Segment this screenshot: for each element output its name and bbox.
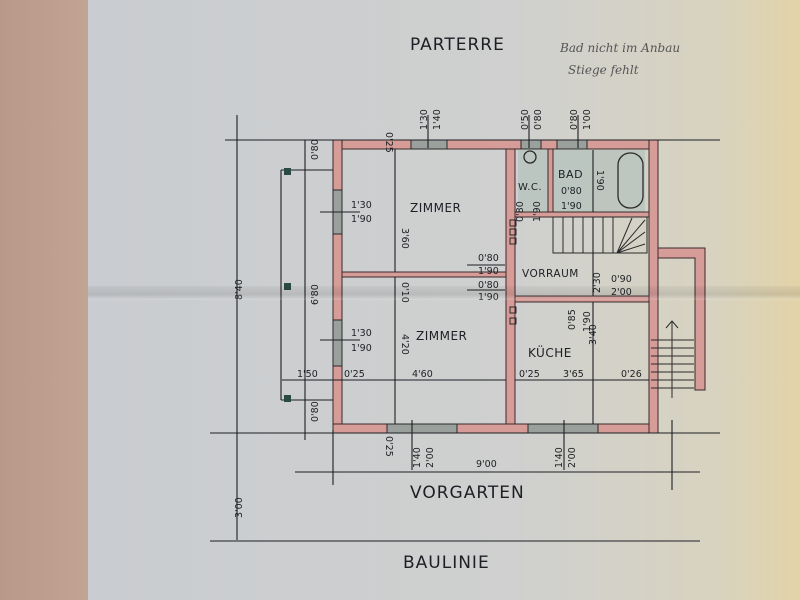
dim-kueche-width: 3'65	[563, 369, 584, 380]
dim-bad-door-width: 0'80	[561, 186, 582, 197]
dim-zimmer-top-depth: 3'60	[399, 228, 410, 249]
dim-kueche-wall-left: 0'25	[519, 369, 540, 380]
dim-left-window-bottom-height: 1'90	[351, 343, 372, 354]
dim-bottom-window-zimmer-height: 2'00	[425, 447, 436, 468]
plan-title: PARTERRE	[410, 35, 505, 55]
dim-zimmer-bottom-depth: 4'20	[399, 334, 410, 355]
handwritten-note-line-1: Bad nicht im Anbau	[559, 41, 680, 55]
wall-middle	[505, 148, 516, 425]
dim-top-window-wc-width: 0'50	[520, 109, 531, 130]
bad-floor	[553, 150, 645, 212]
blueprint-sheet	[88, 0, 800, 600]
room-label-zimmer-bottom: ZIMMER	[416, 329, 467, 343]
dim-terrace-width: 1'50	[297, 369, 318, 380]
window-left-zimmer-bottom	[332, 319, 343, 367]
dim-vorraum-depth: 2'30	[592, 272, 603, 293]
dim-left-offset-top: 0'80	[310, 139, 321, 160]
dim-overall-width: 9'00	[476, 459, 497, 470]
porch-wall	[657, 247, 706, 391]
wall-partition-zimmer	[341, 271, 507, 278]
dim-setback: 3'00	[234, 497, 245, 518]
dim-bottom-window-kueche-width: 1'40	[554, 447, 565, 468]
dim-wall-left: 0'25	[344, 369, 365, 380]
room-label-zimmer-top: ZIMMER	[410, 201, 461, 215]
label-baulinie: BAULINIE	[403, 553, 490, 573]
dim-kueche-wall-right: 0'26	[621, 369, 642, 380]
bathtub-icon	[617, 152, 644, 209]
dim-overall-depth: 8'40	[234, 279, 245, 300]
table-surface	[0, 0, 88, 600]
wall-kueche-top	[514, 295, 650, 303]
dim-left-window-top-width: 1'30	[351, 200, 372, 211]
dim-entrance-door-width: 0'90	[611, 274, 632, 285]
dim-zimmer-top-door-width: 0'80	[478, 253, 499, 264]
dim-top-window-zimmer-width: 1'30	[419, 109, 430, 130]
dim-zimmer-bottom-door-width: 0'80	[478, 280, 499, 291]
dim-terrace-depth: 6'80	[310, 284, 321, 305]
dim-bottom-window-kueche-height: 2'00	[567, 447, 578, 468]
dim-bottom-wall: 0'25	[383, 436, 394, 457]
dim-top-window-bad-height: 1'00	[582, 109, 593, 130]
handwritten-note-line-2: Stiege fehlt	[568, 63, 639, 77]
room-label-bad: BAD	[558, 168, 583, 181]
dim-entrance-door-height: 2'00	[611, 287, 632, 298]
dim-partition: 0'10	[399, 282, 410, 303]
dim-kueche-depth: 3'40	[588, 324, 599, 345]
dim-bad-door-height: 1'90	[561, 201, 582, 212]
dim-wc-door-height: 1'90	[532, 201, 543, 222]
dim-left-window-bottom-width: 1'30	[351, 328, 372, 339]
dim-wc-door-width: 0'80	[515, 201, 526, 222]
dim-top-window-bad-width: 0'80	[569, 109, 580, 130]
dim-top-window-zimmer-height: 1'40	[432, 109, 443, 130]
dim-zimmer-width: 4'60	[412, 369, 433, 380]
dim-top-wall: 0'25	[383, 132, 394, 153]
interior-stairs	[552, 216, 648, 254]
label-vorgarten: VORGARTEN	[410, 483, 525, 503]
dim-bottom-window-zimmer-width: 1'40	[412, 447, 423, 468]
dim-kueche-door-height: 1'90	[582, 311, 593, 332]
room-label-kueche: KÜCHE	[528, 344, 572, 360]
dim-top-window-wc-height: 0'80	[533, 109, 544, 130]
dim-kueche-door-width: 0'85	[567, 309, 578, 330]
dim-bad-depth: 1'90	[594, 170, 605, 191]
dim-left-window-top-height: 1'90	[351, 214, 372, 225]
toilet-icon	[523, 150, 537, 164]
dim-zimmer-bottom-door-height: 1'90	[478, 292, 499, 303]
room-label-wc: W.C.	[518, 182, 542, 193]
dim-left-offset-bottom: 0'80	[310, 401, 321, 422]
exterior-stairs	[651, 320, 694, 398]
paper-fold-crease	[88, 286, 800, 300]
dim-zimmer-top-door-height: 1'90	[478, 266, 499, 277]
room-label-vorraum: VORRAUM	[522, 268, 579, 280]
